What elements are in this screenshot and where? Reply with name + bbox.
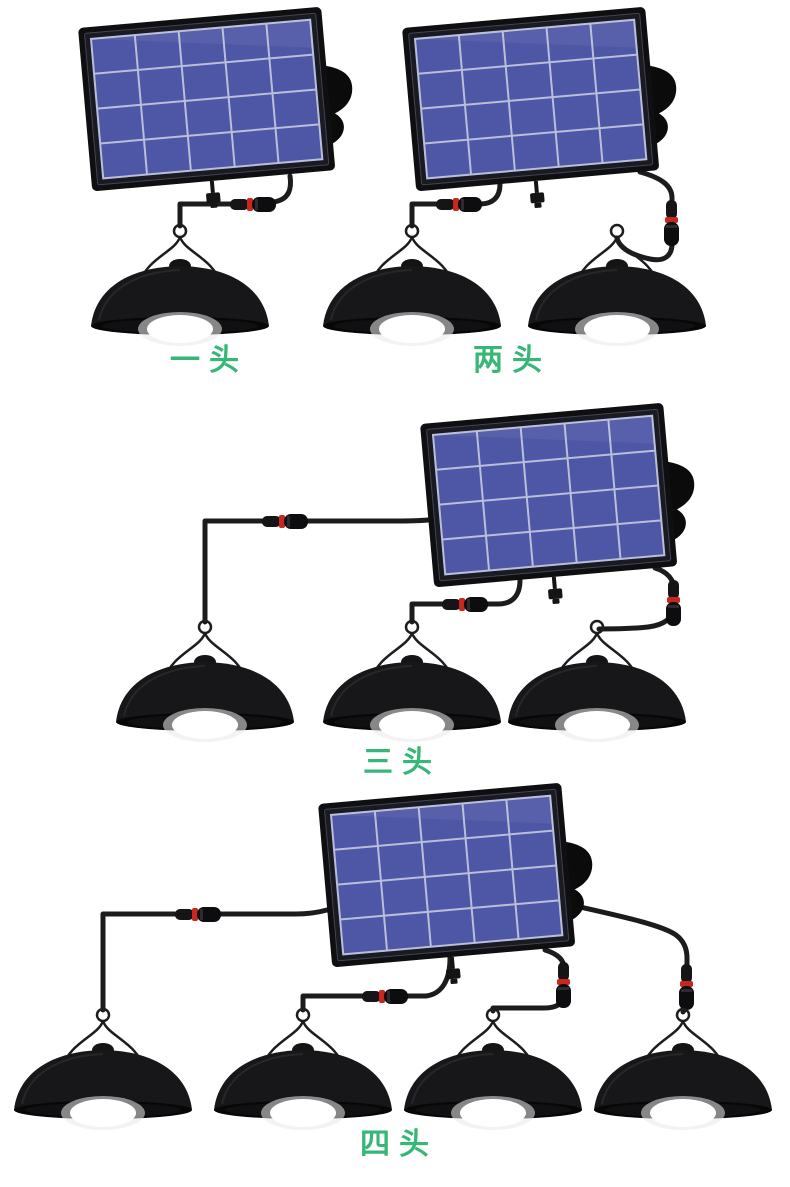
solar-panel-illustration <box>400 2 688 221</box>
variant-label-one-head: 一头 <box>170 344 248 377</box>
cable-connector <box>362 989 408 1004</box>
cable-connector <box>442 597 488 612</box>
pendant-lamp-illustration <box>592 1007 774 1132</box>
solar-panel-illustration <box>418 398 706 617</box>
power-cable <box>490 947 567 1014</box>
cable-connector <box>436 197 482 212</box>
cable-connector <box>664 200 679 246</box>
variant-label-four-heads: 四头 <box>360 1128 438 1161</box>
section-four-heads <box>12 778 774 1132</box>
power-cable <box>100 907 330 1013</box>
cable-connector <box>666 580 681 626</box>
pendant-lamp-illustration <box>114 619 296 744</box>
pendant-lamp-illustration <box>89 223 271 348</box>
cable-connector <box>230 197 276 212</box>
pendant-lamp-illustration <box>506 619 688 744</box>
section-three-heads <box>114 398 706 744</box>
power-cable <box>568 902 690 1015</box>
variant-label-three-heads: 三头 <box>363 746 441 779</box>
power-cable <box>596 565 677 632</box>
pendant-lamp-illustration <box>212 1007 394 1132</box>
cable-connector <box>556 962 571 1008</box>
cable-connector <box>679 964 694 1010</box>
cable-connector <box>175 907 221 922</box>
section-one-head <box>76 2 364 348</box>
power-cable <box>202 517 431 625</box>
section-two-heads <box>321 2 708 348</box>
solar-panel-illustration <box>316 778 604 997</box>
solar-panel-illustration <box>76 2 364 221</box>
pendant-lamp-illustration <box>321 619 503 744</box>
pendant-lamp-illustration <box>402 1007 584 1132</box>
power-cable <box>409 577 523 625</box>
variant-label-two-heads: 两头 <box>473 344 551 377</box>
cable-connector <box>262 514 308 529</box>
pendant-lamp-illustration <box>12 1007 194 1132</box>
pendant-lamp-illustration <box>321 223 503 348</box>
power-cable <box>300 955 453 1013</box>
